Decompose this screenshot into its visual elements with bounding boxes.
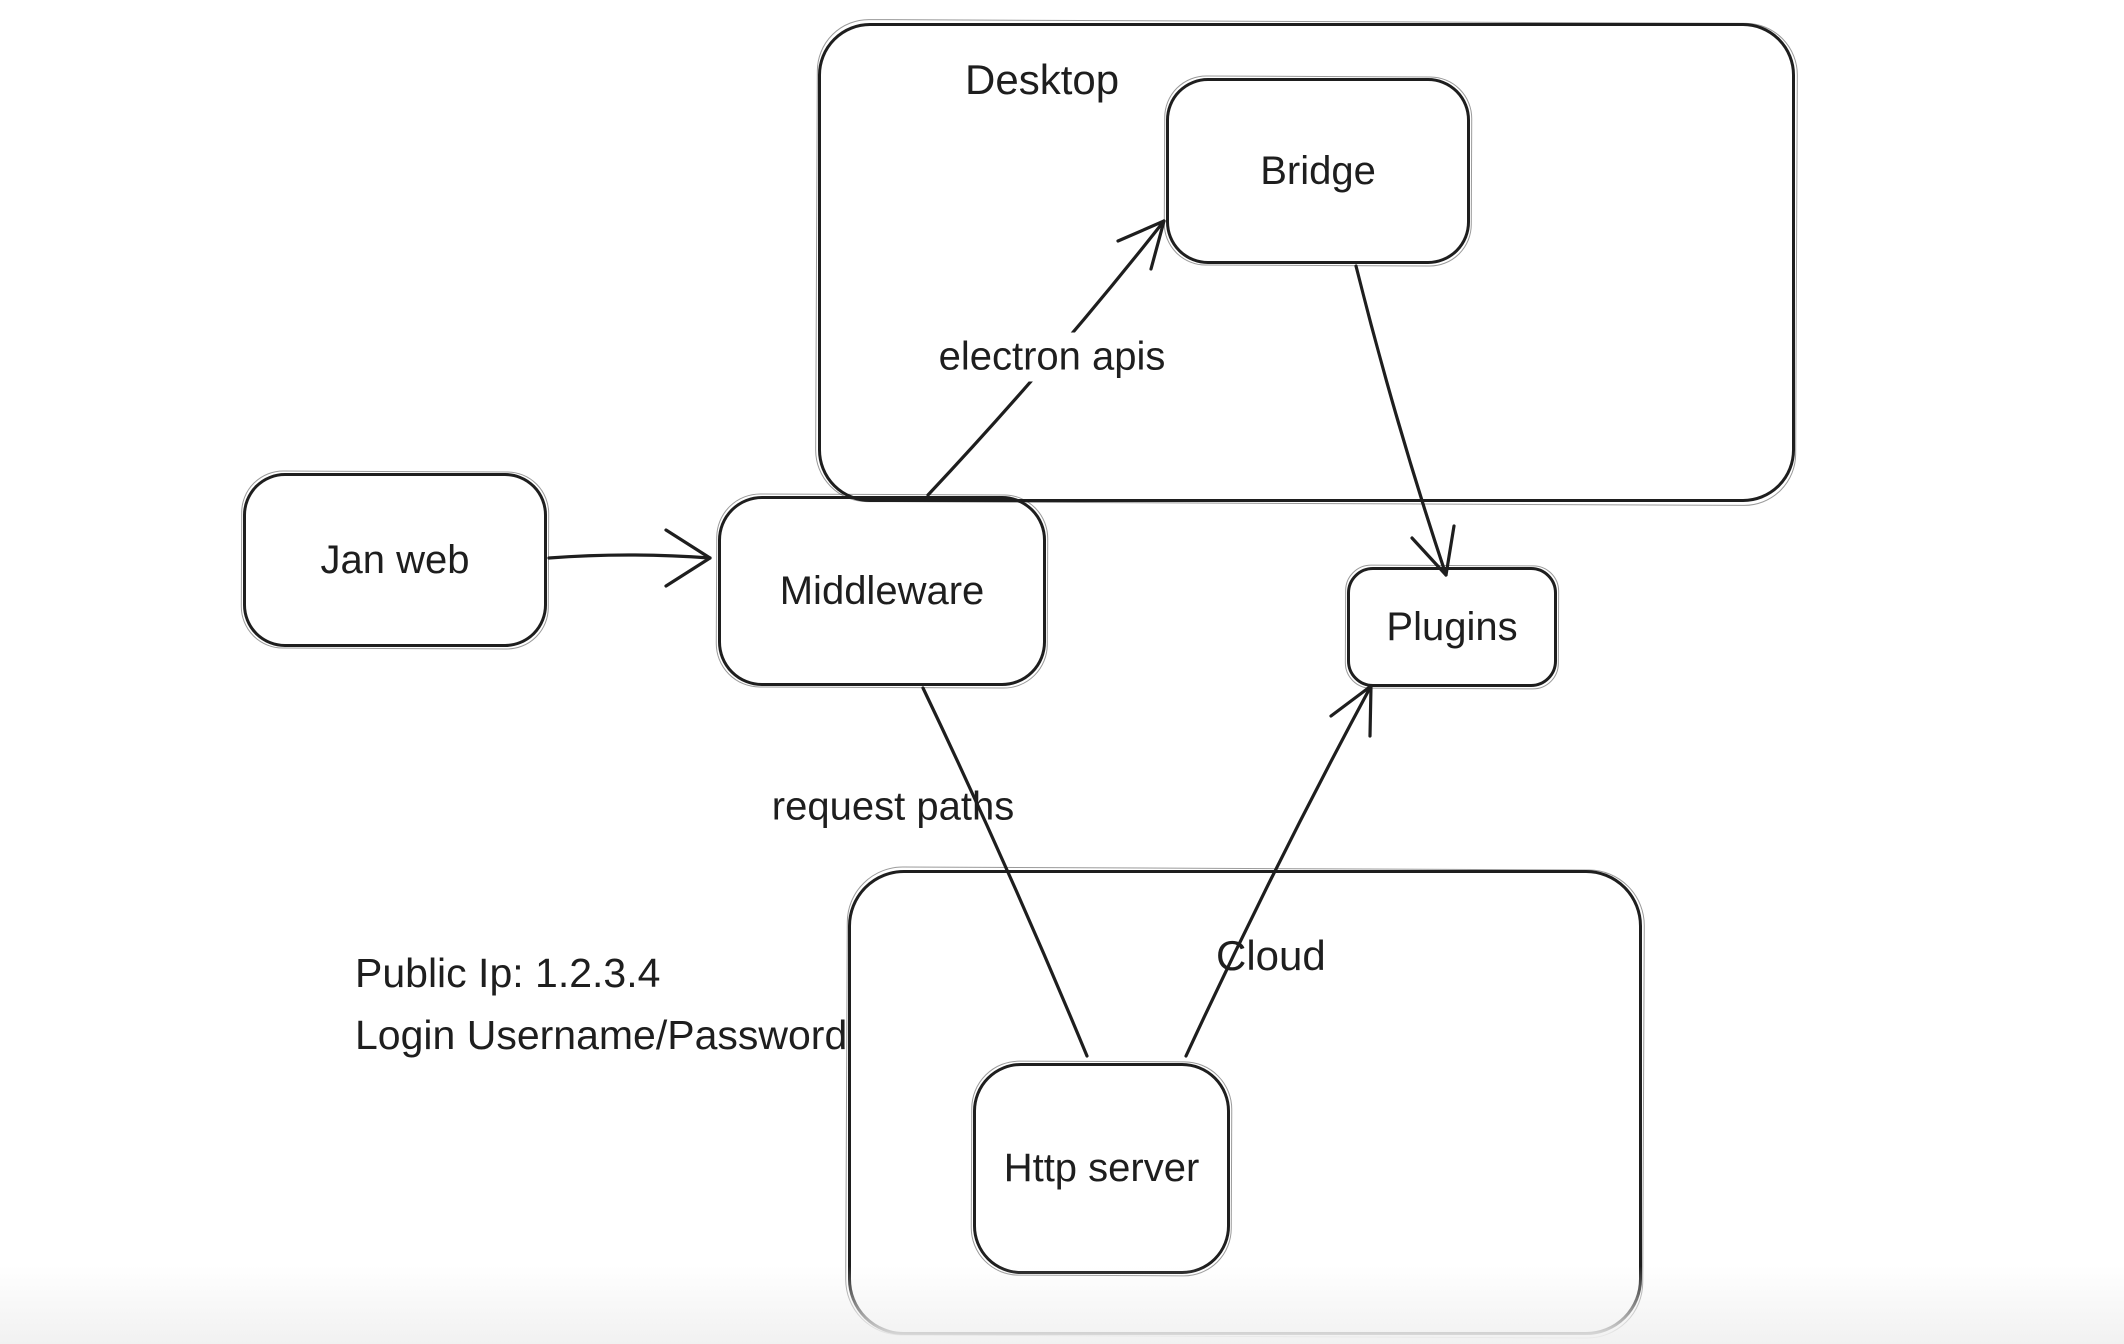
edge-label-electron-apis[interactable]: electron apis — [928, 332, 1176, 382]
cloud-label[interactable]: Cloud — [1216, 932, 1326, 979]
http-server-label: Http server — [1003, 1146, 1200, 1190]
plugins-label: Plugins — [1386, 604, 1518, 649]
annotation-public-ip: Public Ip: 1.2.3.4 — [355, 950, 661, 996]
bridge-node[interactable]: Bridge — [1166, 78, 1470, 264]
jan-web-label: Jan web — [320, 537, 470, 582]
jan-web-node[interactable]: Jan web — [243, 473, 547, 647]
middleware-label: Middleware — [779, 568, 985, 613]
http-server-node[interactable]: Http server — [973, 1063, 1230, 1274]
edge-jan-web-to-middleware[interactable] — [547, 553, 712, 560]
desktop-container[interactable] — [818, 23, 1795, 502]
arrowhead-into-middleware — [664, 528, 712, 588]
credentials-annotation[interactable]: Public Ip: 1.2.3.4 Login Username/Passwo… — [355, 942, 847, 1066]
bridge-label: Bridge — [1260, 148, 1376, 193]
edge-label-request-paths[interactable]: request paths — [771, 784, 1015, 829]
plugins-node[interactable]: Plugins — [1347, 567, 1557, 687]
middleware-node[interactable]: Middleware — [718, 496, 1046, 686]
desktop-label[interactable]: Desktop — [965, 56, 1120, 103]
arrowhead-into-plugins-bottom — [1329, 684, 1373, 738]
annotation-login: Login Username/Password — [355, 1012, 848, 1058]
